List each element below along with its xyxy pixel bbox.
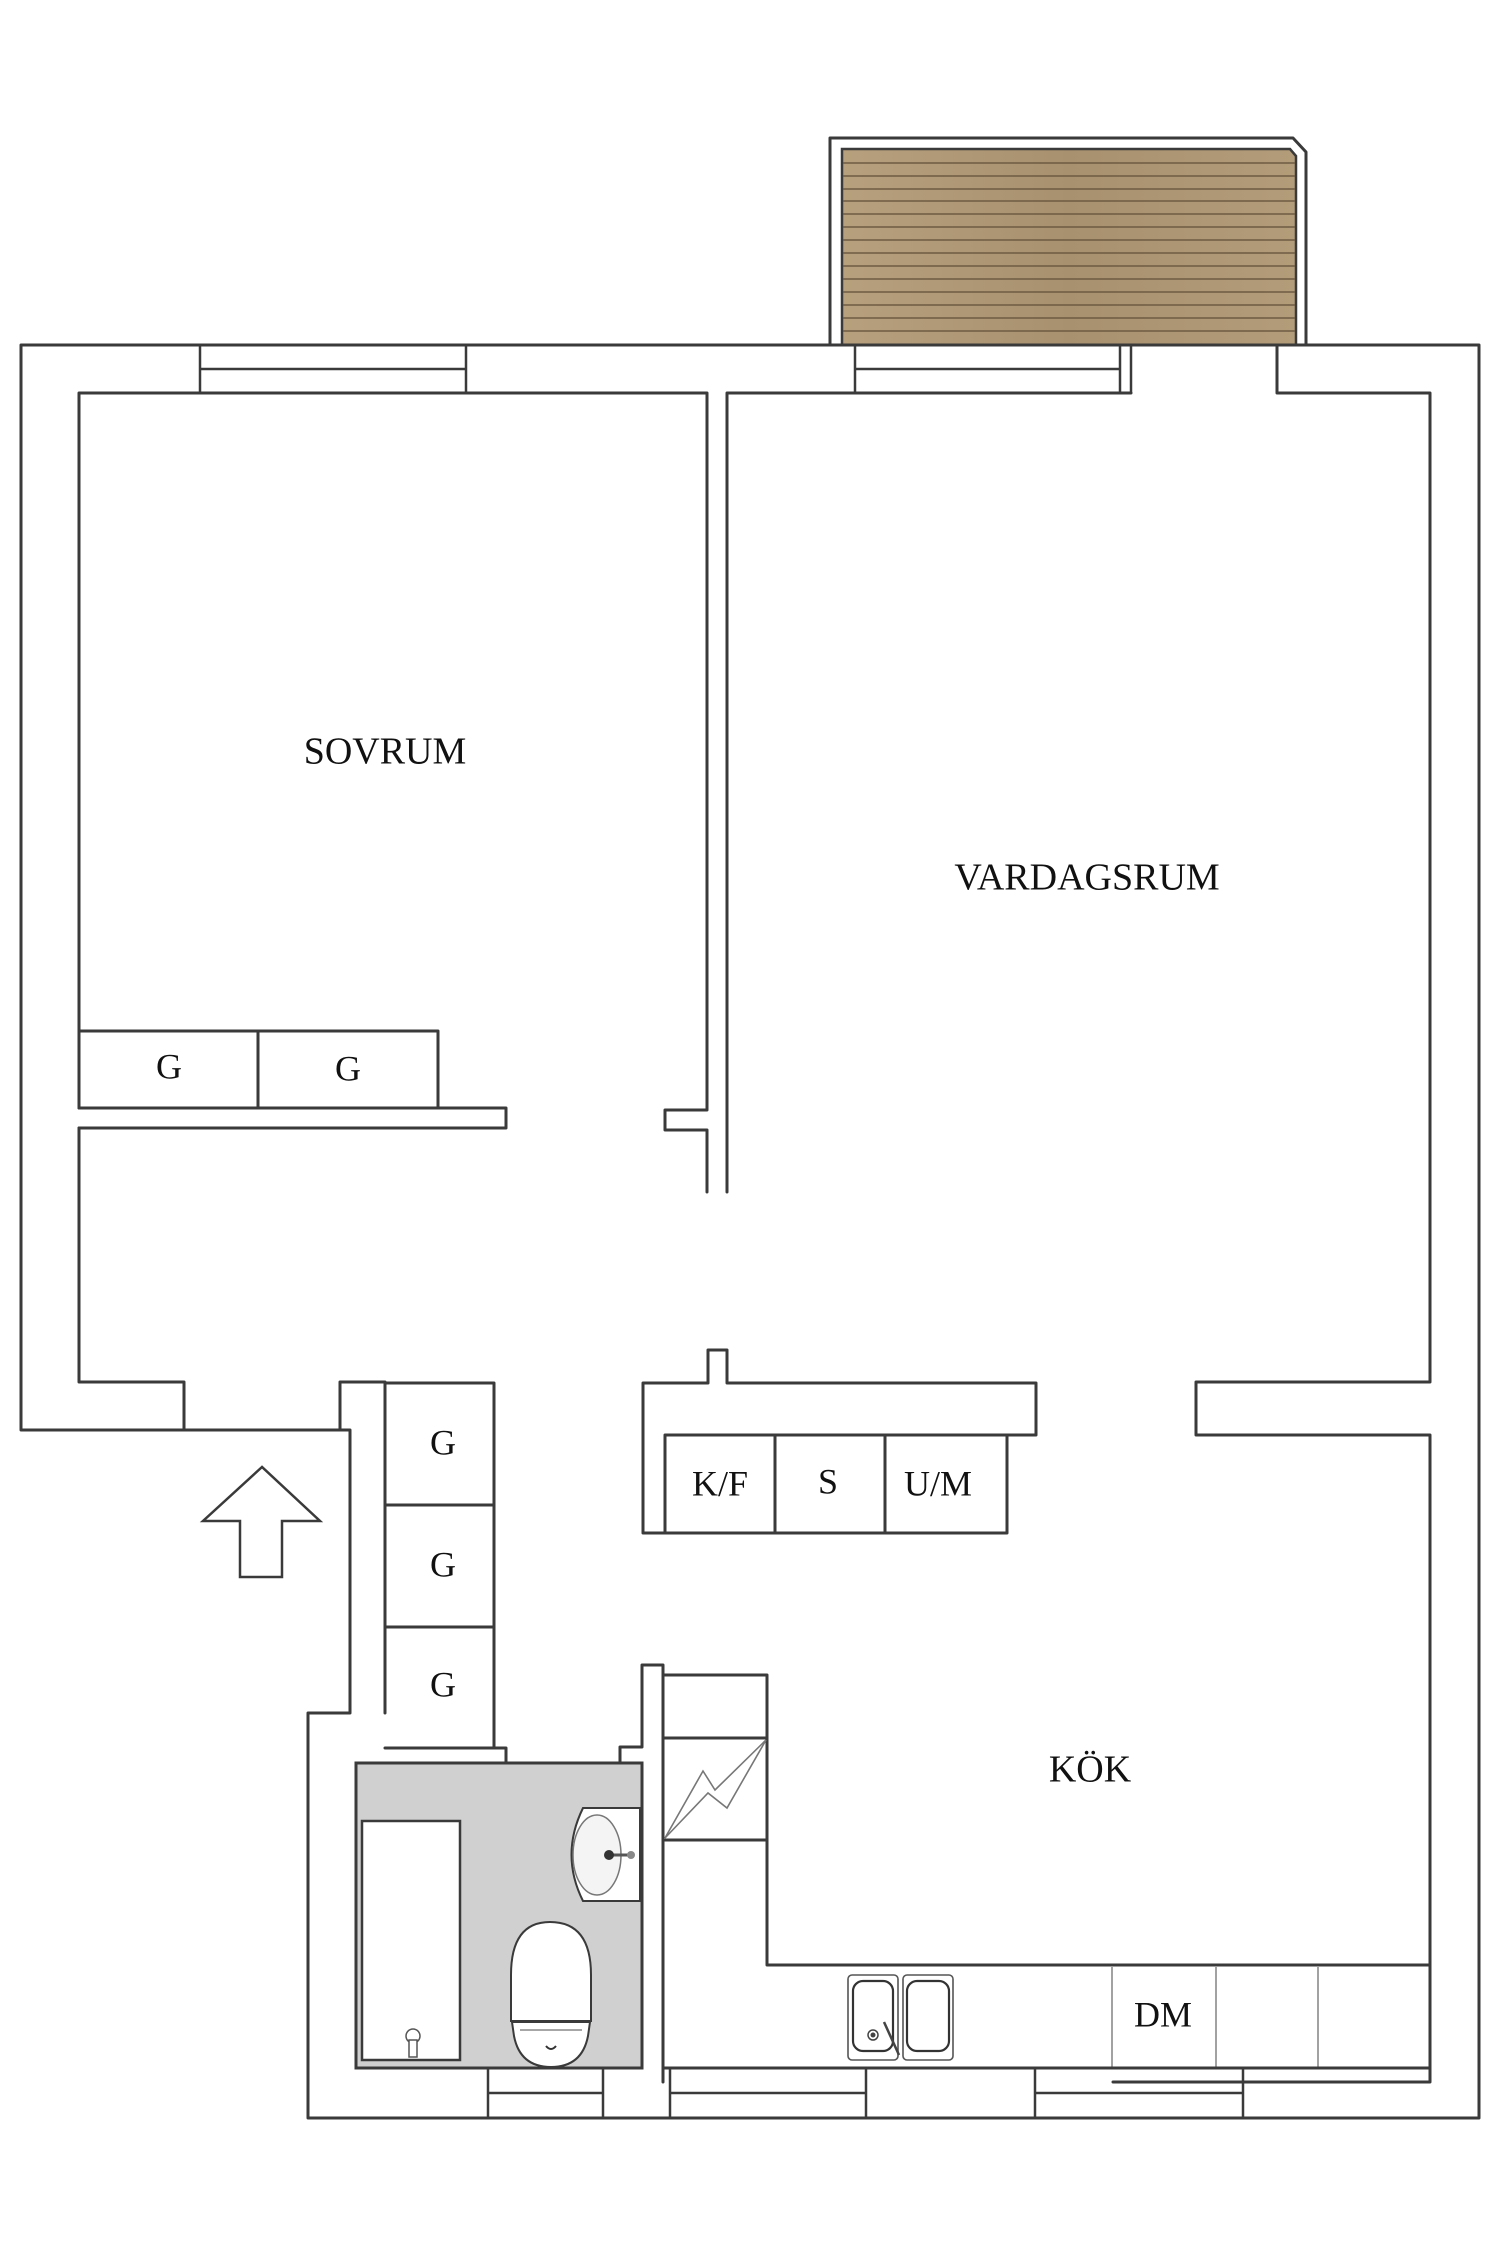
bathtub-faucet-icon: [405, 2028, 421, 2058]
stove-icon: [664, 1739, 767, 1839]
window-bedroom: [198, 345, 468, 393]
dishwasher-label: DM: [1134, 1994, 1192, 2034]
room-label-kitchen: KÖK: [1049, 1749, 1132, 1791]
closet-label: G: [335, 1048, 361, 1088]
hall-left-wall: [77, 1126, 186, 1432]
bathtub: [360, 1819, 462, 2062]
storage-label: S: [818, 1461, 838, 1501]
kitchen-sink-icon: [847, 1974, 954, 2061]
up-arrow-icon: [199, 1465, 324, 1579]
window-kitchen-right: [1033, 2068, 1245, 2118]
balcony-planks: [843, 162, 1295, 332]
bathroom: [354, 1663, 665, 2084]
balcony: [828, 136, 1308, 347]
balcony-deck: [840, 147, 1298, 347]
kitchen: DM: [661, 1673, 1432, 2070]
closet-label: G: [430, 1544, 456, 1584]
utility-block: K/F S U/M: [641, 1348, 1038, 1535]
bedroom-walls: [77, 391, 709, 1194]
window-kitchen-left: [668, 2068, 868, 2118]
closet-label: G: [430, 1422, 456, 1462]
bedroom-lower-wall: [77, 1106, 508, 1130]
room-label-living-room: VARDAGSRUM: [954, 857, 1219, 899]
room-label-bedroom: SOVRUM: [304, 731, 467, 773]
toilet-icon: [510, 1920, 592, 2069]
bedroom-wardrobes: G G: [77, 1029, 440, 1110]
closet-label: G: [430, 1664, 456, 1704]
fridge-freezer-label: K/F: [692, 1463, 748, 1503]
outer-wall-exterior: [19, 343, 1481, 2120]
window-bathroom: [486, 2068, 605, 2118]
living-room-walls: [725, 343, 1432, 2084]
window-living-room: [853, 345, 1133, 393]
closet-label: G: [156, 1046, 182, 1086]
faucet-icon: [604, 1850, 635, 1860]
hall-wardrobes: G G G: [383, 1381, 508, 1765]
washer-label: U/M: [904, 1463, 972, 1503]
hall-entrance-wall: [338, 1380, 387, 1715]
